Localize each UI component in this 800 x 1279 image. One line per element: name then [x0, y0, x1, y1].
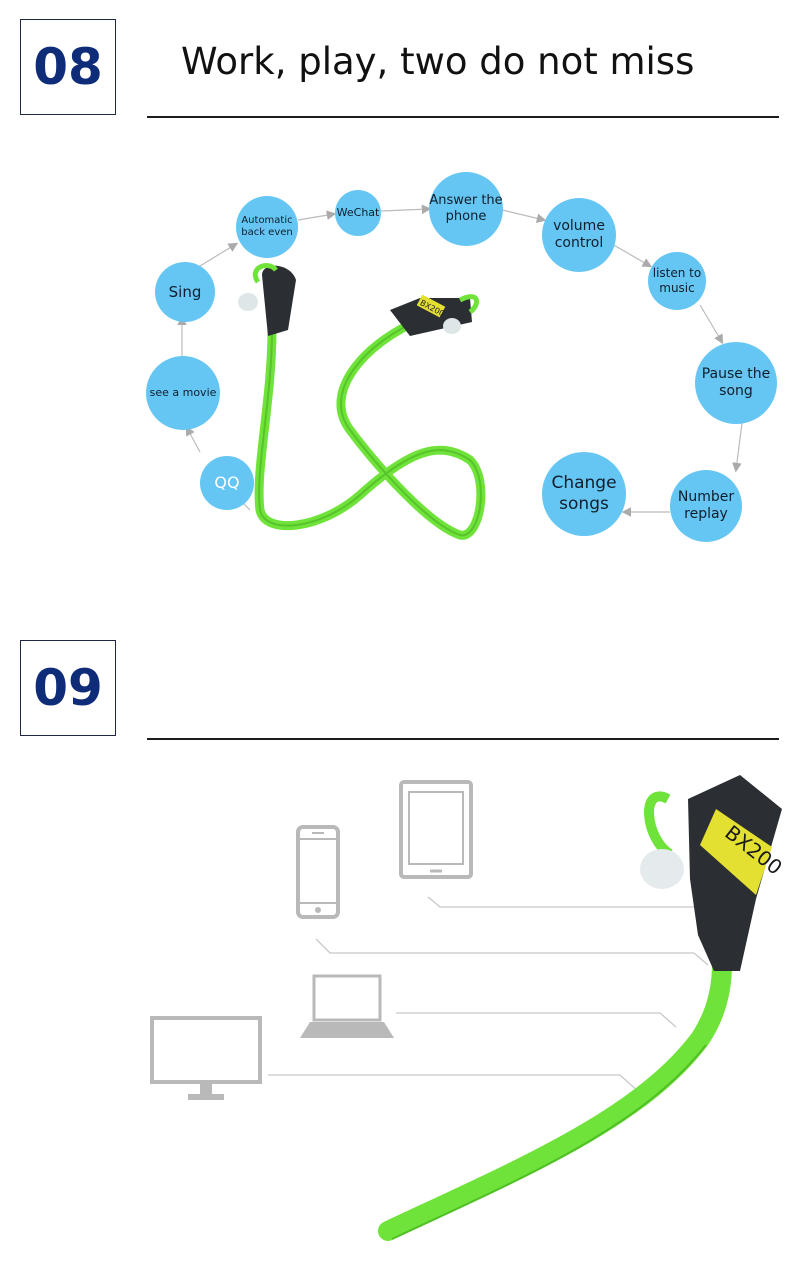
feature-label: Answer the: [429, 192, 503, 208]
section-divider: [147, 116, 779, 118]
section-divider: [147, 738, 779, 740]
section-number-08: 08: [20, 19, 116, 115]
laptop-icon: [300, 974, 394, 1038]
section-number-09: 09: [20, 640, 116, 736]
feature-label: Number: [677, 488, 735, 505]
feature-bubble-sing: Sing: [155, 262, 215, 322]
section-title: Work, play, two do not miss: [181, 40, 695, 83]
feature-label: control: [554, 235, 604, 251]
tablet-icon: [399, 780, 473, 879]
feature-bubble-wechat: WeChat: [335, 190, 381, 236]
feature-label: Pause the: [701, 365, 771, 382]
device-connection-diagram: BX200: [150, 775, 787, 1241]
smartphone-icon: [296, 825, 340, 919]
feature-label: Sing: [168, 282, 202, 301]
feature-label: QQ: [214, 473, 240, 492]
feature-label: listen to: [652, 266, 702, 280]
feature-label: music: [659, 281, 695, 295]
desktop-monitor-icon: [150, 1016, 262, 1100]
feature-label: back even: [241, 227, 293, 238]
feature-label: songs: [559, 494, 609, 514]
flow-arrows: [177, 204, 743, 517]
feature-label: WeChat: [336, 206, 380, 220]
feature-label: Automatic: [241, 214, 293, 226]
feature-label: phone: [445, 209, 487, 224]
feature-label: Change: [551, 472, 617, 493]
feature-label: replay: [684, 506, 728, 522]
earphone-closeup: BX200: [378, 775, 787, 1241]
feature-label: see a movie: [149, 386, 217, 400]
earphone-illustration: BX200: [238, 263, 486, 540]
feature-bubble-qq: QQ: [200, 456, 254, 510]
feature-label: song: [719, 383, 753, 399]
connection-lines: [268, 896, 723, 1094]
feature-label: volume: [553, 217, 605, 234]
feature-bubble-see-a-movie: see a movie: [146, 356, 220, 430]
feature-diagram: BX200: [177, 204, 743, 540]
